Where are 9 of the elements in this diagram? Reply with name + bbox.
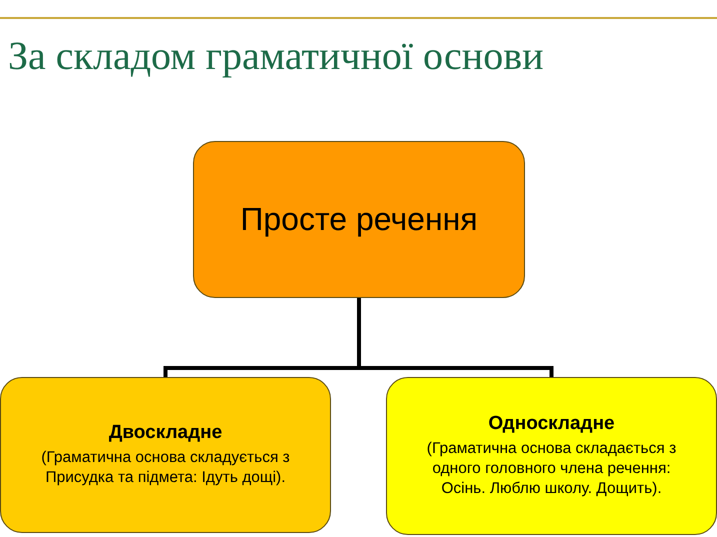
node-title: Просте речення <box>240 201 478 238</box>
slide-title: За складом граматичної основи <box>8 32 544 79</box>
node-description: (Граматична основа складується з Присудка та підмета: Ідуть дощі). <box>40 448 291 488</box>
root-box <box>193 141 525 298</box>
category-box <box>0 377 331 533</box>
node-heading: Двоскладне <box>108 422 222 444</box>
node-description: (Граматична основа складається з одного головного члена речення: Осінь. Люблю школу. Дощить). <box>426 438 678 500</box>
node-heading: Односкладне <box>488 412 615 435</box>
category-box <box>386 377 717 535</box>
